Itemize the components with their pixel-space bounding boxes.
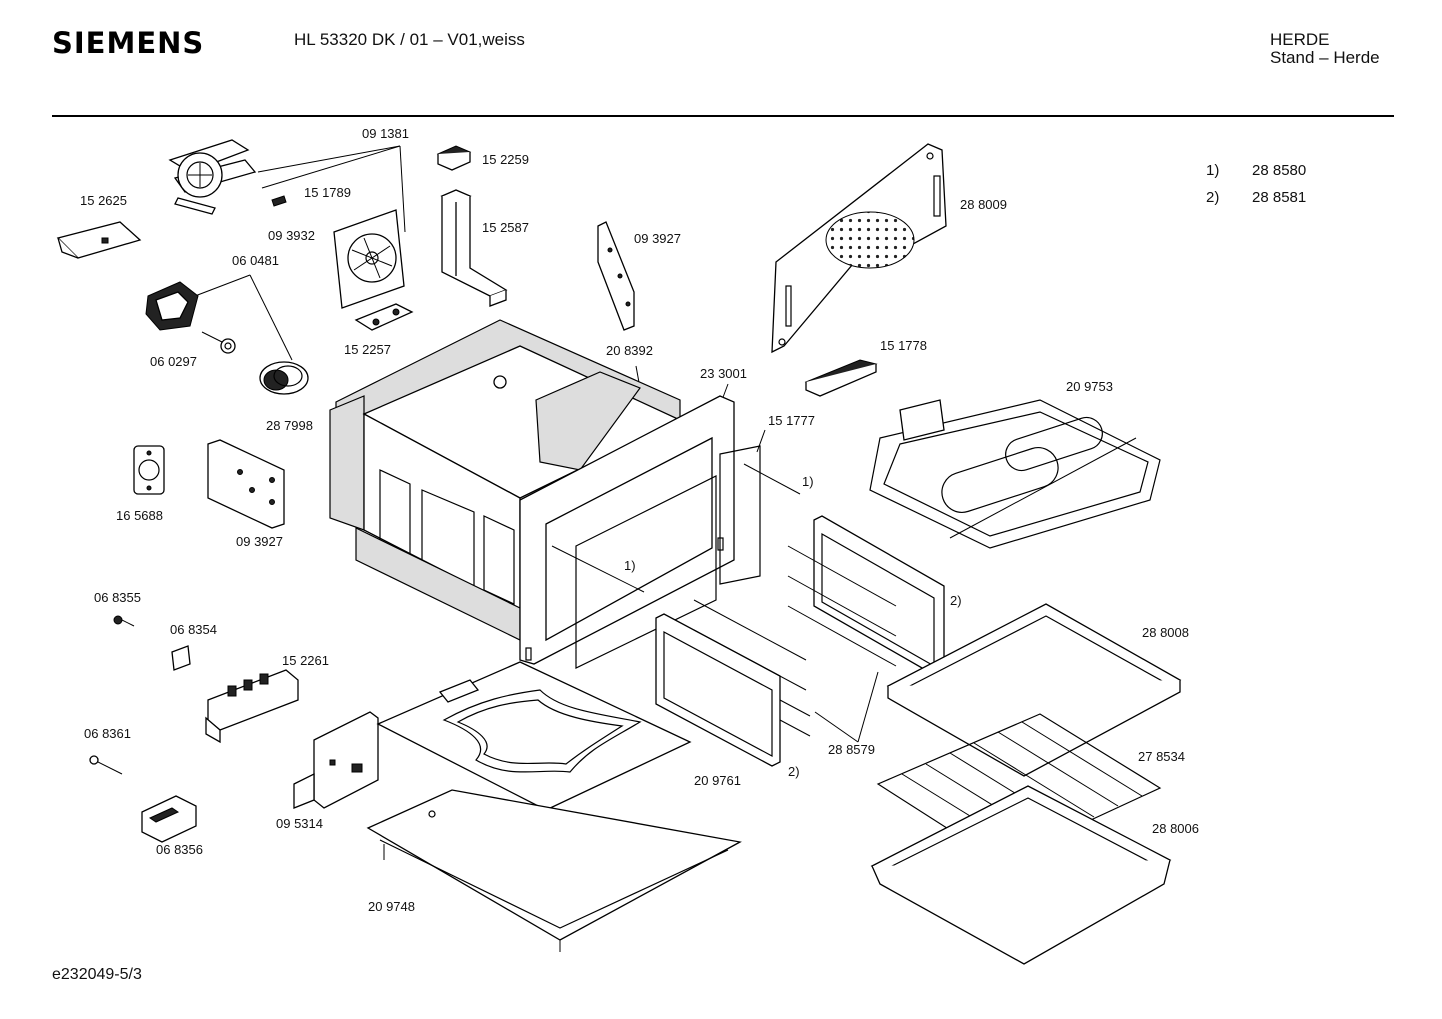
label-165688: 16 5688: [116, 508, 163, 523]
label-093927-top: 09 3927: [634, 231, 681, 246]
lamp-housing-part-060481: [145, 281, 199, 331]
door-seal-part-151777: [551, 445, 801, 669]
label-287998: 28 7998: [266, 418, 313, 433]
lamp-bulb-part-060297: [201, 331, 236, 354]
terminal-block-part-152261: [205, 669, 299, 744]
fan-motor-part: [168, 139, 257, 215]
label-209753: 20 9753: [1066, 379, 1113, 394]
side-rail-part-093927-bottom: [207, 439, 285, 529]
label-footnote-1-a: 1): [802, 474, 814, 489]
strip-part-151778: [804, 359, 878, 397]
clip-part-068354: [171, 645, 191, 671]
thermostat-part-165688: [133, 445, 165, 495]
side-rail-part-093927-top: [597, 221, 635, 331]
label-151789: 15 1789: [304, 185, 351, 200]
base-plate-part-209748: [366, 789, 742, 952]
label-095314: 09 5314: [276, 816, 323, 831]
side-frame-part-288579-right: [787, 515, 945, 677]
part-labels: 09 1381 15 2259 15 2625 15 1789 09 3932 …: [80, 126, 1199, 914]
label-288006: 28 8006: [1152, 821, 1199, 836]
duct-part-152587: [440, 189, 508, 307]
subcategory-label: Stand – Herde: [1270, 48, 1380, 67]
screw-part-068361: [89, 755, 123, 775]
category-label: HERDE: [1270, 30, 1330, 49]
footnote-number-1: 28 8580: [1252, 162, 1307, 179]
header-divider: [52, 115, 1394, 117]
label-152587: 15 2587: [482, 220, 529, 235]
gasket-part-152257: [354, 303, 414, 331]
label-093927-bottom: 09 3927: [236, 534, 283, 549]
bracket-part-095314: [293, 711, 379, 809]
footnote-marker-1: 1): [1206, 162, 1220, 179]
label-278534: 27 8534: [1138, 749, 1185, 764]
side-frame-part-288579-left: [655, 599, 811, 767]
label-208392: 20 8392: [606, 343, 653, 358]
screw-part-068355: [113, 615, 135, 627]
label-060481: 06 0481: [232, 253, 279, 268]
tray-part-288008: [886, 603, 1182, 777]
brand-logo: SIEMENS: [52, 26, 205, 60]
label-288009: 28 8009: [960, 197, 1007, 212]
fan-cover-part: [333, 209, 405, 309]
label-068356: 06 8356: [156, 842, 203, 857]
deep-tray-part-288006: [870, 785, 1172, 965]
top-heater-part-209753: [869, 399, 1161, 549]
label-footnote-1-b: 1): [624, 558, 636, 573]
label-152259: 15 2259: [482, 152, 529, 167]
back-panel-part-288009: [771, 143, 947, 354]
label-068354: 06 8354: [170, 622, 217, 637]
label-152257: 15 2257: [344, 342, 391, 357]
label-209761: 20 9761: [694, 773, 741, 788]
drawing-id: e232049-5/3: [52, 966, 142, 983]
label-288008: 28 8008: [1142, 625, 1189, 640]
label-151777: 15 1777: [768, 413, 815, 428]
bottom-heater-part-209761: [376, 661, 692, 811]
connector-part-152259: [436, 145, 472, 171]
footnote-number-2: 28 8581: [1252, 189, 1307, 206]
model-title: HL 53320 DK / 01 – V01,weiss: [294, 30, 525, 49]
clip-part: [271, 195, 287, 207]
label-093932: 09 3932: [268, 228, 315, 243]
label-068361: 06 8361: [84, 726, 131, 741]
label-233001: 23 3001: [700, 366, 747, 381]
label-footnote-2-b: 2): [788, 764, 800, 779]
oven-cavity-part-233001: [329, 319, 735, 665]
label-288579: 28 8579: [828, 742, 875, 757]
bracket-part-152625: [56, 221, 142, 259]
label-060297: 06 0297: [150, 354, 197, 369]
label-209748: 20 9748: [368, 899, 415, 914]
lamp-cover-part-287998: [259, 361, 309, 395]
label-091381: 09 1381: [362, 126, 409, 141]
switch-part-068356: [141, 795, 197, 843]
label-151778: 15 1778: [880, 338, 927, 353]
label-068355: 06 8355: [94, 590, 141, 605]
label-152625: 15 2625: [80, 193, 127, 208]
label-152261: 15 2261: [282, 653, 329, 668]
label-footnote-2-a: 2): [950, 593, 962, 608]
footnote-marker-2: 2): [1206, 189, 1220, 206]
